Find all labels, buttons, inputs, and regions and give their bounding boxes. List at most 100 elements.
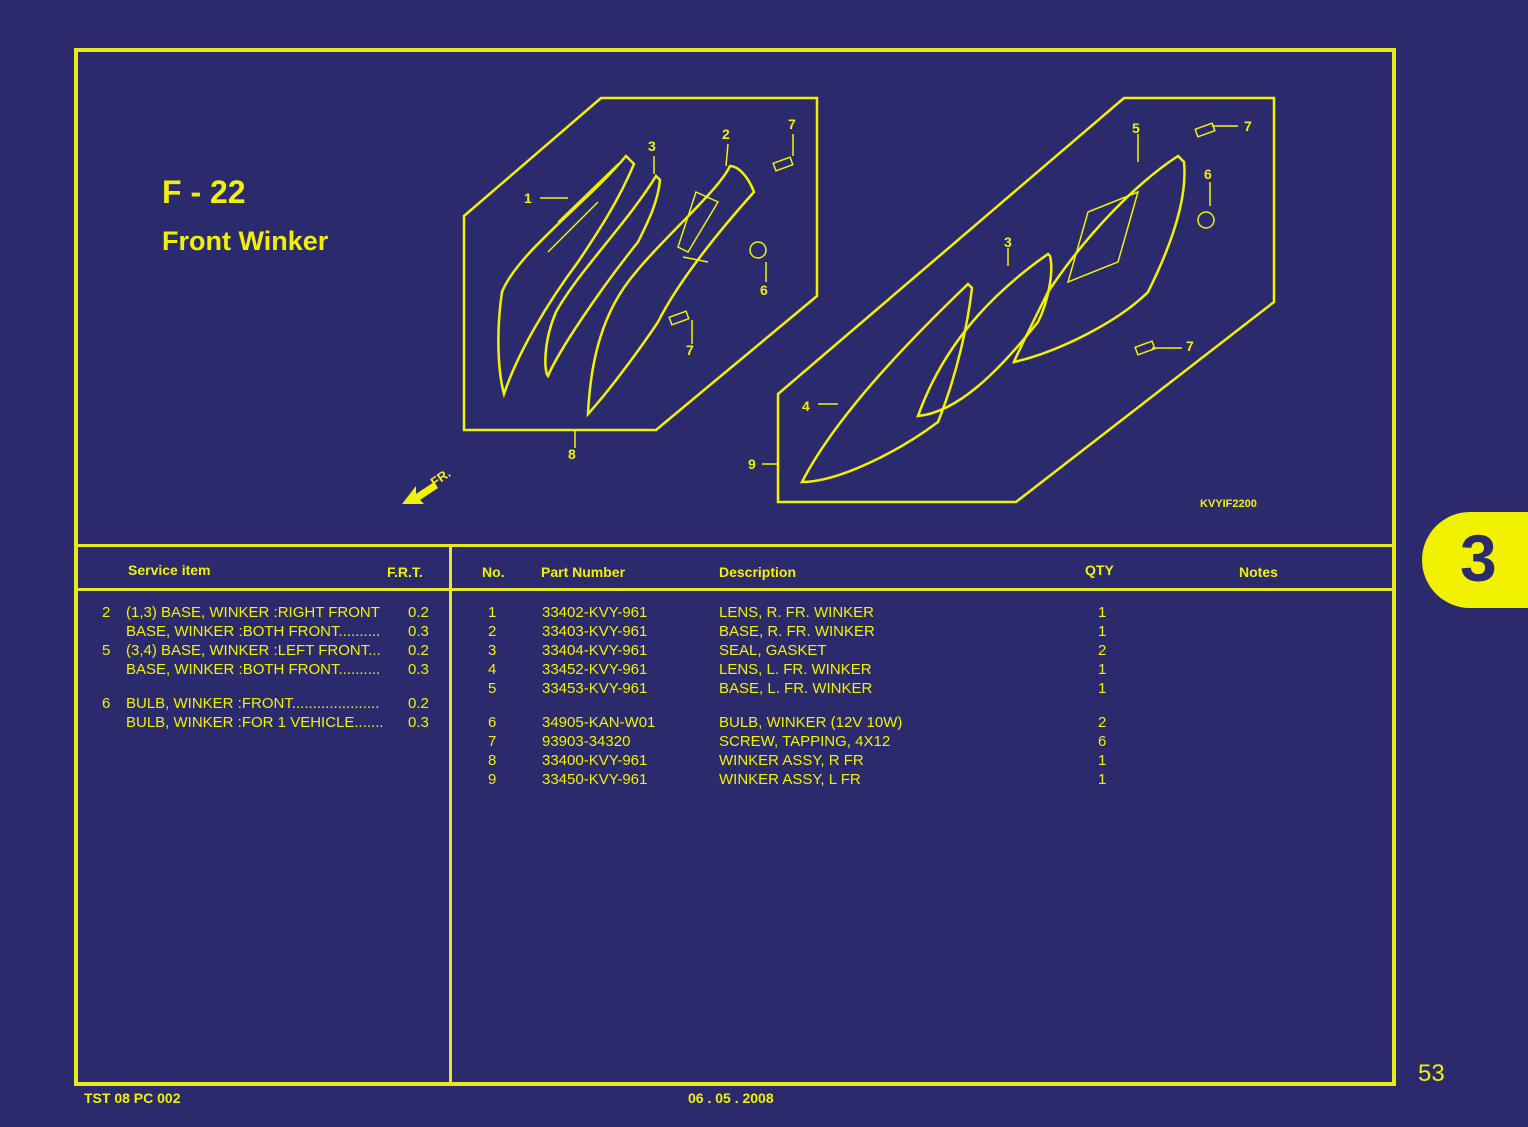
part-6-bulb-a (749, 241, 767, 259)
part-qty: 1 (1098, 771, 1107, 788)
part-description: WINKER ASSY, L FR (719, 771, 861, 788)
part-description: SEAL, GASKET (719, 642, 827, 659)
table-header-divider (78, 588, 1392, 591)
callout-7: 7 (1244, 118, 1252, 134)
part-qty: 1 (1098, 623, 1107, 640)
doc-date: 06 . 05 . 2008 (688, 1090, 774, 1106)
figure-title: Front Winker (162, 226, 329, 256)
part-7-screw-c (1194, 122, 1216, 138)
right-group-outline (462, 96, 819, 432)
part-7-screw-b (668, 310, 690, 326)
service-item: BASE, WINKER :BOTH FRONT.......... (126, 623, 381, 640)
service-frt: 0.2 (408, 695, 429, 712)
part-description: LENS, R. FR. WINKER (719, 604, 875, 621)
service-item: BASE, WINKER :BOTH FRONT.......... (126, 661, 381, 678)
service-frt: 0.2 (408, 604, 429, 621)
callout-5: 5 (1132, 120, 1140, 136)
frt-header: F.R.T. (387, 564, 423, 580)
part-number: 33403-KVY-961 (542, 623, 648, 640)
doc-code: TST 08 PC 002 (84, 1090, 181, 1106)
part-3-seal (544, 173, 662, 379)
part-number: 33402-KVY-961 (542, 604, 648, 621)
part-qty: 1 (1098, 680, 1107, 697)
exploded-diagram (402, 96, 1276, 504)
part-description: BASE, L. FR. WINKER (719, 680, 873, 697)
part-qty: 1 (1098, 604, 1107, 621)
callout-2: 2 (722, 126, 730, 142)
notes-header: Notes (1239, 564, 1278, 580)
left-group-outline (776, 96, 1276, 504)
no-header: No. (482, 564, 505, 580)
callout-1: 1 (524, 190, 532, 206)
part-no: 4 (488, 661, 497, 678)
part-4-lens (799, 282, 974, 484)
part-6-bulb-b (1197, 211, 1215, 229)
part-number-header: Part Number (541, 564, 626, 580)
part-description: BASE, R. FR. WINKER (719, 623, 875, 640)
part-3-seal-left (916, 252, 1053, 418)
service-item: BULB, WINKER :FOR 1 VEHICLE....... (126, 714, 384, 731)
part-no: 2 (488, 623, 497, 640)
front-direction-arrow (402, 482, 438, 504)
part-description: LENS, L. FR. WINKER (719, 661, 872, 678)
callout-6: 6 (760, 282, 768, 298)
part-number: 33452-KVY-961 (542, 661, 648, 678)
part-description: BULB, WINKER (12V 10W) (719, 714, 903, 731)
callout-7: 7 (686, 342, 694, 358)
part-no: 8 (488, 752, 497, 769)
service-ref: 2 (102, 604, 111, 621)
part-number: 33404-KVY-961 (542, 642, 648, 659)
service-frt: 0.2 (408, 642, 429, 659)
service-frt: 0.3 (408, 623, 429, 640)
service-item: (1,3) BASE, WINKER :RIGHT FRONT (126, 604, 380, 621)
part-qty: 2 (1098, 642, 1107, 659)
part-description: SCREW, TAPPING, 4X12 (719, 733, 891, 750)
part-2-base (586, 164, 756, 418)
service-item-header: Service item (128, 562, 211, 578)
part-7-screw-d (1134, 340, 1156, 356)
part-number: 93903-34320 (542, 733, 631, 750)
service-item: (3,4) BASE, WINKER :LEFT FRONT... (126, 642, 381, 659)
figure-code: F - 22 (162, 174, 246, 210)
diagram-code: KVYIF2200 (1200, 498, 1257, 510)
part-1-lens (497, 154, 636, 399)
table-column-divider (449, 546, 452, 1082)
callout-4: 4 (802, 398, 810, 414)
callout-3: 3 (1004, 234, 1012, 250)
part-qty: 6 (1098, 733, 1107, 750)
part-number: 33450-KVY-961 (542, 771, 648, 788)
part-7-screw-a (772, 156, 794, 172)
table-top-divider (78, 544, 1392, 547)
service-ref: 6 (102, 695, 111, 712)
callout-7: 7 (1186, 338, 1194, 354)
part-qty: 1 (1098, 752, 1107, 769)
part-number: 33453-KVY-961 (542, 680, 648, 697)
callout-7: 7 (788, 116, 796, 132)
part-no: 9 (488, 771, 497, 788)
part-qty: 2 (1098, 714, 1107, 731)
callout-9: 9 (748, 456, 756, 472)
qty-header: QTY (1085, 562, 1114, 578)
section-tab[interactable]: 3 (1422, 512, 1528, 608)
callout-8: 8 (568, 446, 576, 462)
part-no: 6 (488, 714, 497, 731)
part-qty: 1 (1098, 661, 1107, 678)
part-no: 5 (488, 680, 497, 697)
catalog-frame: F - 22 Front Winker (74, 48, 1396, 1086)
callout-6: 6 (1204, 166, 1212, 182)
section-tab-number: 3 (1460, 521, 1497, 595)
part-number: 33400-KVY-961 (542, 752, 648, 769)
part-number: 34905-KAN-W01 (542, 714, 656, 731)
part-no: 1 (488, 604, 497, 621)
part-5-base (1011, 154, 1186, 364)
service-frt: 0.3 (408, 714, 429, 731)
service-frt: 0.3 (408, 661, 429, 678)
service-ref: 5 (102, 642, 111, 659)
page-number: 53 (1418, 1060, 1445, 1087)
service-item: BULB, WINKER :FRONT..................... (126, 695, 380, 712)
part-description: WINKER ASSY, R FR (719, 752, 864, 769)
part-no: 7 (488, 733, 497, 750)
callout-3: 3 (648, 138, 656, 154)
description-header: Description (719, 564, 797, 580)
part-no: 3 (488, 642, 497, 659)
